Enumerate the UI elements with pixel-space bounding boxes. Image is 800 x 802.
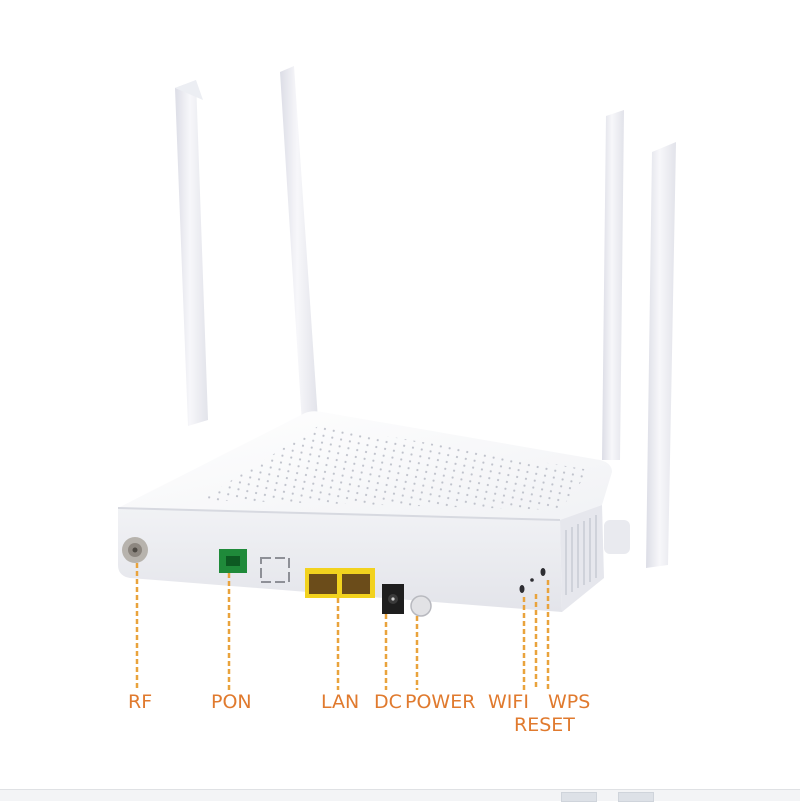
lan-ports (305, 568, 375, 598)
callout-lines (135, 563, 550, 690)
callout-label-reset: RESET (514, 714, 575, 736)
bottom-tab (618, 792, 654, 802)
callout-label-power: POWER (405, 691, 476, 713)
bottom-strip (0, 789, 800, 801)
callout-label-dc: DC (374, 691, 402, 713)
dc-port (382, 584, 404, 614)
side-buttons (519, 568, 546, 593)
callout-label-lan: LAN (321, 691, 360, 713)
power-button (410, 595, 432, 617)
callout-label-rf: RF (128, 691, 153, 713)
callout-label-wifi: WIFI (488, 691, 529, 713)
antenna-rear-left (175, 80, 208, 426)
antenna-rear-center (280, 66, 318, 424)
antenna-front-right (604, 142, 676, 568)
pon-port (219, 549, 247, 573)
antenna-rear-right (602, 110, 624, 460)
bottom-tab (561, 792, 597, 802)
callout-label-wps: WPS (548, 691, 591, 713)
callout-label-pon: PON (211, 691, 252, 713)
rf-port (122, 537, 148, 563)
empty-port-slot (260, 557, 290, 583)
router-body (117, 411, 612, 612)
